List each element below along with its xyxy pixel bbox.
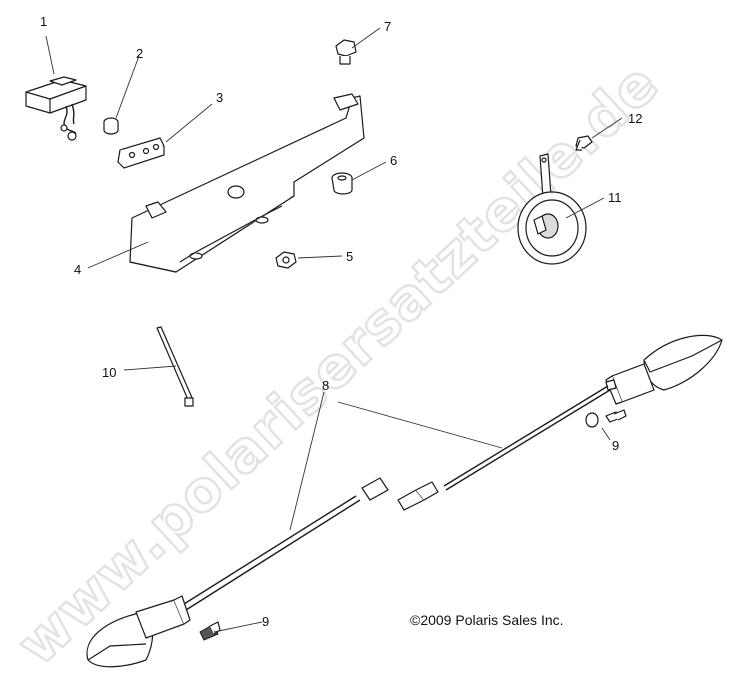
callout-4: 4 [74,262,81,277]
callout-7: 7 [384,19,391,34]
nut [275,251,297,269]
callout-12: 12 [628,111,642,126]
mounting-plate [117,137,165,169]
callout-2: 2 [136,46,143,61]
horn-screw [575,135,593,151]
bushing [331,172,353,195]
callout-1: 1 [40,14,47,29]
callout-9-right: 9 [612,438,619,453]
spacer [103,117,119,135]
license-bracket [129,93,365,273]
bolt [335,39,357,65]
cable-tie [156,326,194,407]
turn-signal-left [86,477,389,668]
leader-lines [45,27,623,633]
tail-lamp [25,76,87,141]
horn [517,153,587,265]
turn-signal-right [397,334,723,511]
turn-signal-screw-right [585,409,627,428]
callout-9-left: 9 [262,614,269,629]
callout-10: 10 [102,365,116,380]
callout-5: 5 [346,249,353,264]
callout-3: 3 [216,90,223,105]
callout-11: 11 [608,190,622,205]
callout-6: 6 [390,153,397,168]
copyright-notice: ©2009 Polaris Sales Inc. [410,612,564,628]
callout-8: 8 [322,378,329,393]
